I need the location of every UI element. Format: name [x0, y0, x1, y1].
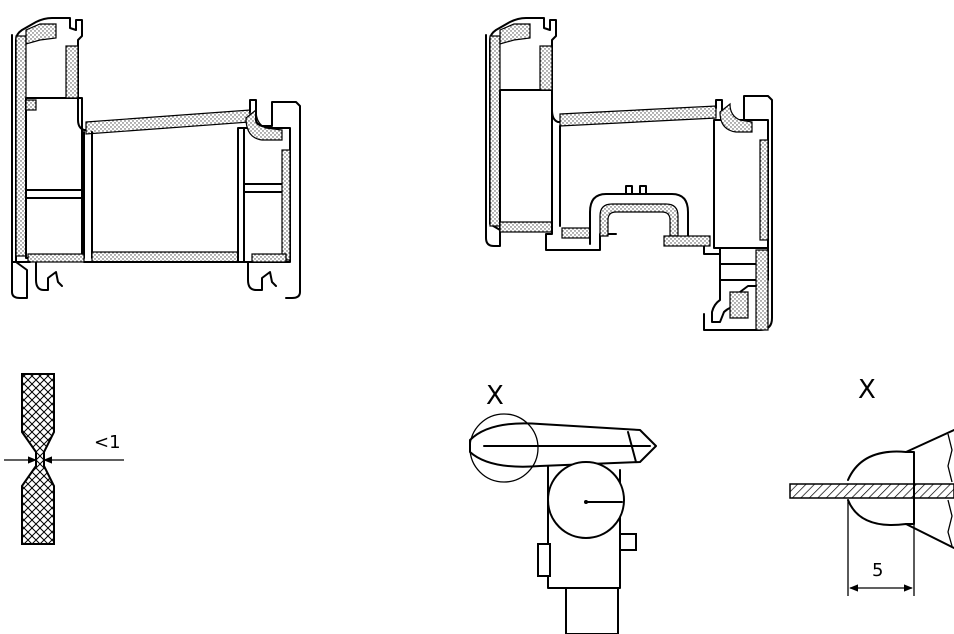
length-dimension-label: 5 [872, 560, 883, 581]
gauge-detail-x: X [469, 381, 657, 634]
window-profile-section-right [485, 17, 773, 331]
thickness-detail: <1 [4, 373, 124, 545]
detail-x-label-left: X [486, 381, 504, 411]
edge-detail-x: X 5 [789, 375, 954, 596]
detail-x-label-right: X [858, 375, 876, 405]
window-profile-section-left [11, 17, 301, 299]
thickness-dimension-label: <1 [94, 432, 121, 453]
